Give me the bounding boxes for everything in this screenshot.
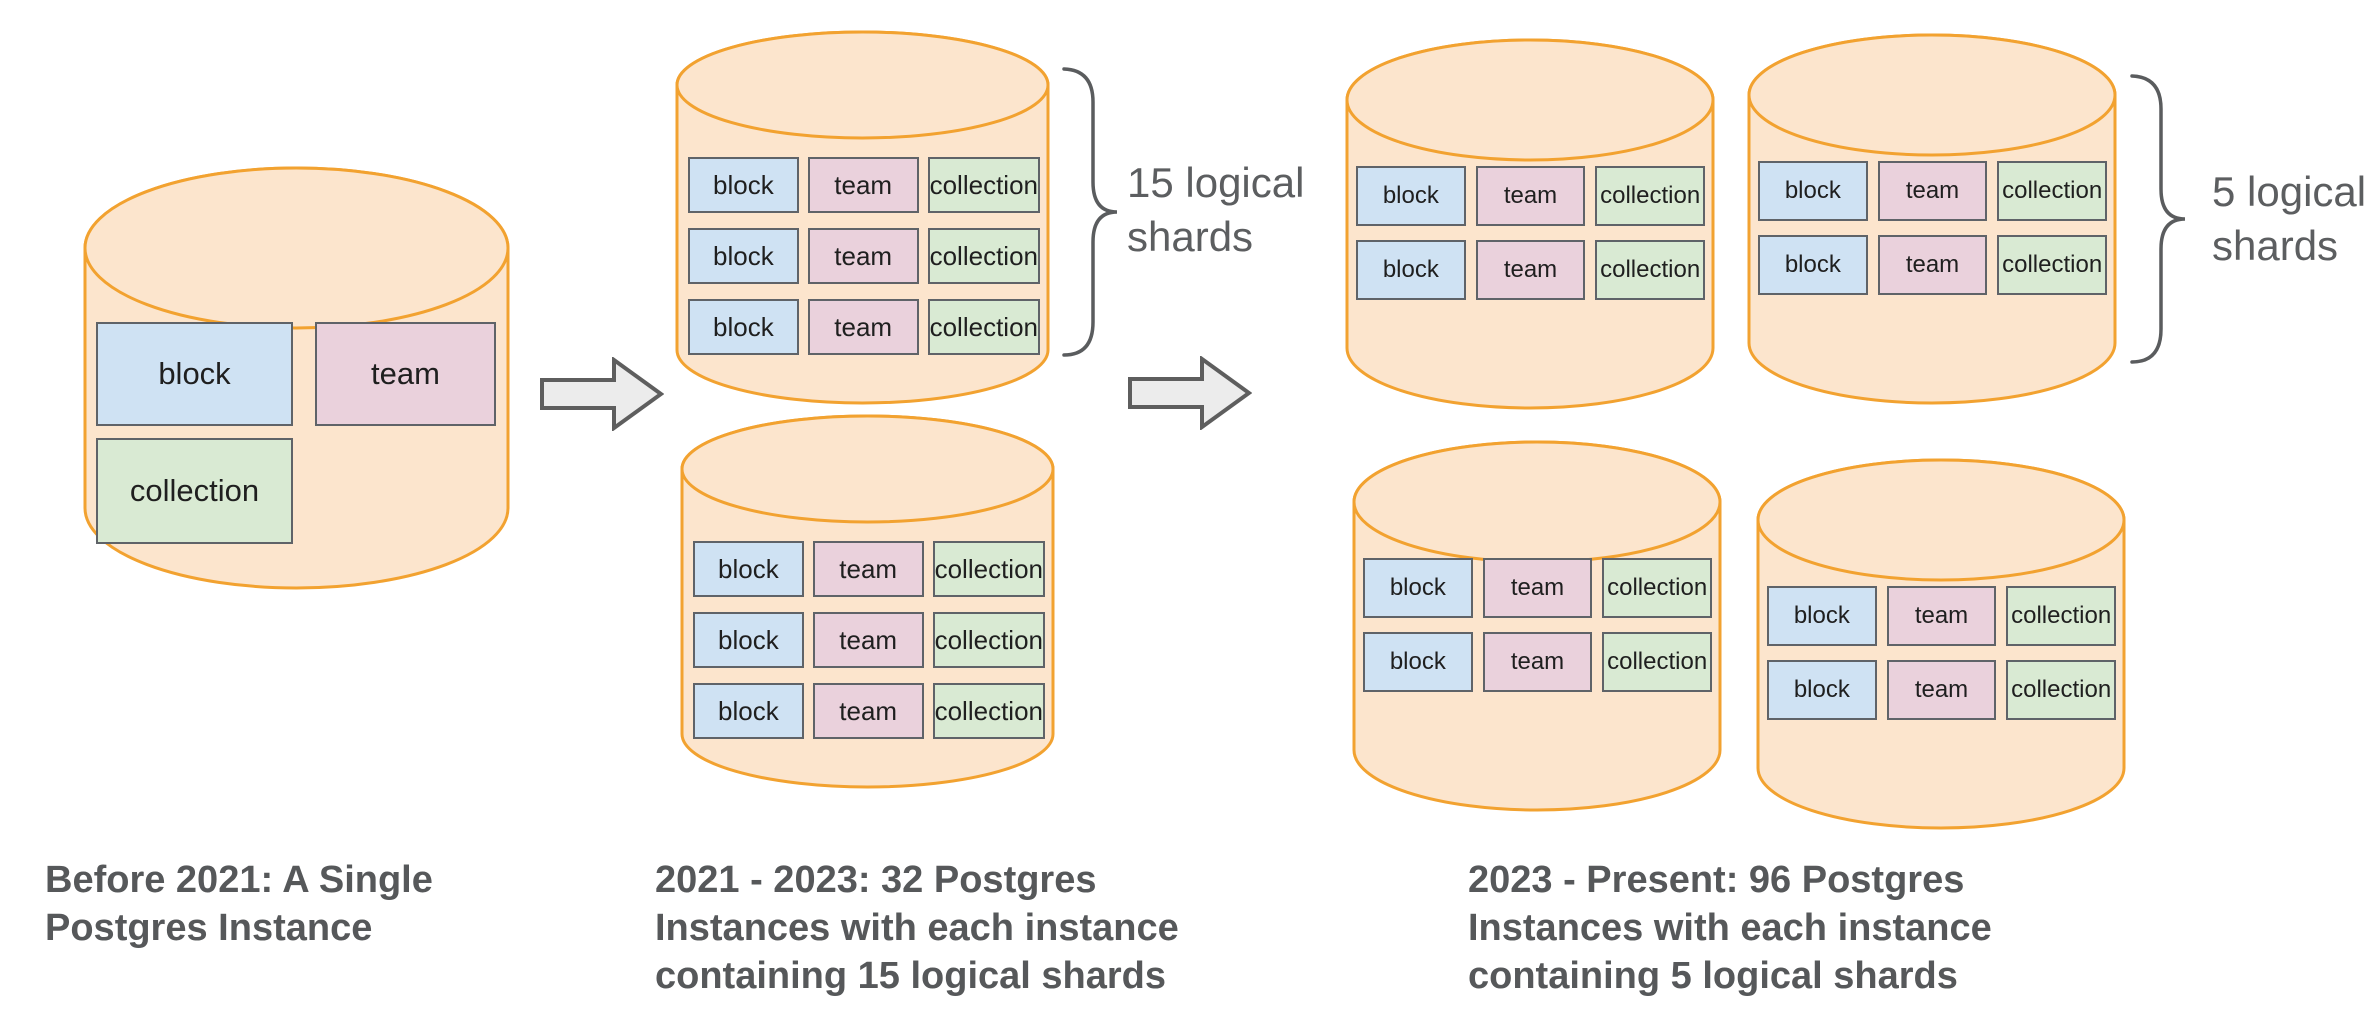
postgres-instance-cylinder: block team collection block team collect…: [1756, 458, 2126, 830]
caption-line: Postgres Instance: [45, 907, 373, 949]
stage-caption-2021-2023: 2021 - 2023: 32 Postgres Instances with …: [655, 856, 1179, 1000]
table-team: team: [1886, 660, 1997, 720]
table-collection: collection: [932, 683, 1045, 739]
table-team: team: [807, 157, 919, 213]
table-collection: collection: [927, 299, 1040, 355]
table-block: block: [688, 157, 799, 213]
table-team: team: [807, 228, 919, 284]
transition-arrow-icon: [540, 356, 665, 436]
curly-brace-icon: [1058, 66, 1120, 363]
postgres-instance-cylinder: block team collection block team collect…: [680, 414, 1055, 789]
table-collection: collection: [932, 541, 1045, 597]
database-cylinder-icon: [1756, 458, 2126, 830]
table-collection: collection: [927, 228, 1040, 284]
table-block: block: [1758, 235, 1868, 295]
curly-brace-icon: [2126, 73, 2188, 370]
table-team: team: [1886, 586, 1997, 646]
table-collection: collection: [1595, 240, 1705, 300]
caption-line: Before 2021: A Single: [45, 859, 433, 901]
table-team: team: [812, 541, 924, 597]
table-team: team: [812, 612, 924, 668]
table-block: block: [688, 299, 799, 355]
caption-line: containing 5 logical shards: [1468, 955, 1958, 997]
table-team: team: [315, 322, 496, 426]
table-block: block: [96, 322, 293, 426]
shards-label-line: 5 logical: [2212, 168, 2367, 215]
postgres-instance-cylinder: block team collection block team collect…: [1747, 33, 2117, 405]
table-collection: collection: [1595, 166, 1705, 226]
table-collection: collection: [1997, 235, 2107, 295]
database-cylinder-icon: [1352, 440, 1722, 812]
shards-count-label: 15 logical shards: [1127, 156, 1304, 264]
shards-label-line: 15 logical: [1127, 159, 1305, 206]
postgres-instance-cylinder: block team collection block team collect…: [1352, 440, 1722, 812]
table-team: team: [1877, 161, 1988, 221]
caption-line: Instances with each instance: [655, 907, 1179, 949]
table-block: block: [693, 683, 804, 739]
table-block: block: [1363, 632, 1473, 692]
table-block: block: [1767, 586, 1877, 646]
table-block: block: [1356, 240, 1466, 300]
postgres-instance-cylinder: block team collection: [83, 166, 510, 590]
table-block: block: [1767, 660, 1877, 720]
table-block: block: [1758, 161, 1868, 221]
shards-label-line: shards: [1127, 213, 1254, 260]
table-team: team: [812, 683, 924, 739]
shards-count-label: 5 logical shards: [2212, 165, 2366, 273]
table-block: block: [1356, 166, 1466, 226]
table-collection: collection: [1997, 161, 2107, 221]
table-block: block: [1363, 558, 1473, 618]
table-block: block: [693, 612, 804, 668]
table-team: team: [1475, 166, 1586, 226]
transition-arrow-icon: [1128, 355, 1253, 435]
caption-line: 2021 - 2023: 32 Postgres: [655, 859, 1097, 901]
table-collection: collection: [1602, 558, 1712, 618]
caption-line: containing 15 logical shards: [655, 955, 1167, 997]
table-collection: collection: [96, 438, 293, 544]
table-block: block: [688, 228, 799, 284]
postgres-instance-cylinder: block team collection block team collect…: [675, 30, 1050, 405]
postgres-instance-cylinder: block team collection block team collect…: [1345, 38, 1715, 410]
table-collection: collection: [2006, 586, 2116, 646]
table-team: team: [1475, 240, 1586, 300]
table-collection: collection: [1602, 632, 1712, 692]
stage-caption-before-2021: Before 2021: A Single Postgres Instance: [45, 856, 433, 952]
stage-caption-2023-present: 2023 - Present: 96 Postgres Instances wi…: [1468, 856, 1992, 1000]
table-team: team: [1482, 632, 1593, 692]
caption-line: 2023 - Present: 96 Postgres: [1468, 859, 1965, 901]
table-collection: collection: [2006, 660, 2116, 720]
table-block: block: [693, 541, 804, 597]
table-team: team: [1482, 558, 1593, 618]
shards-label-line: shards: [2212, 222, 2339, 269]
table-team: team: [1877, 235, 1988, 295]
table-collection: collection: [932, 612, 1045, 668]
table-team: team: [807, 299, 919, 355]
caption-line: Instances with each instance: [1468, 907, 1992, 949]
table-collection: collection: [927, 157, 1040, 213]
